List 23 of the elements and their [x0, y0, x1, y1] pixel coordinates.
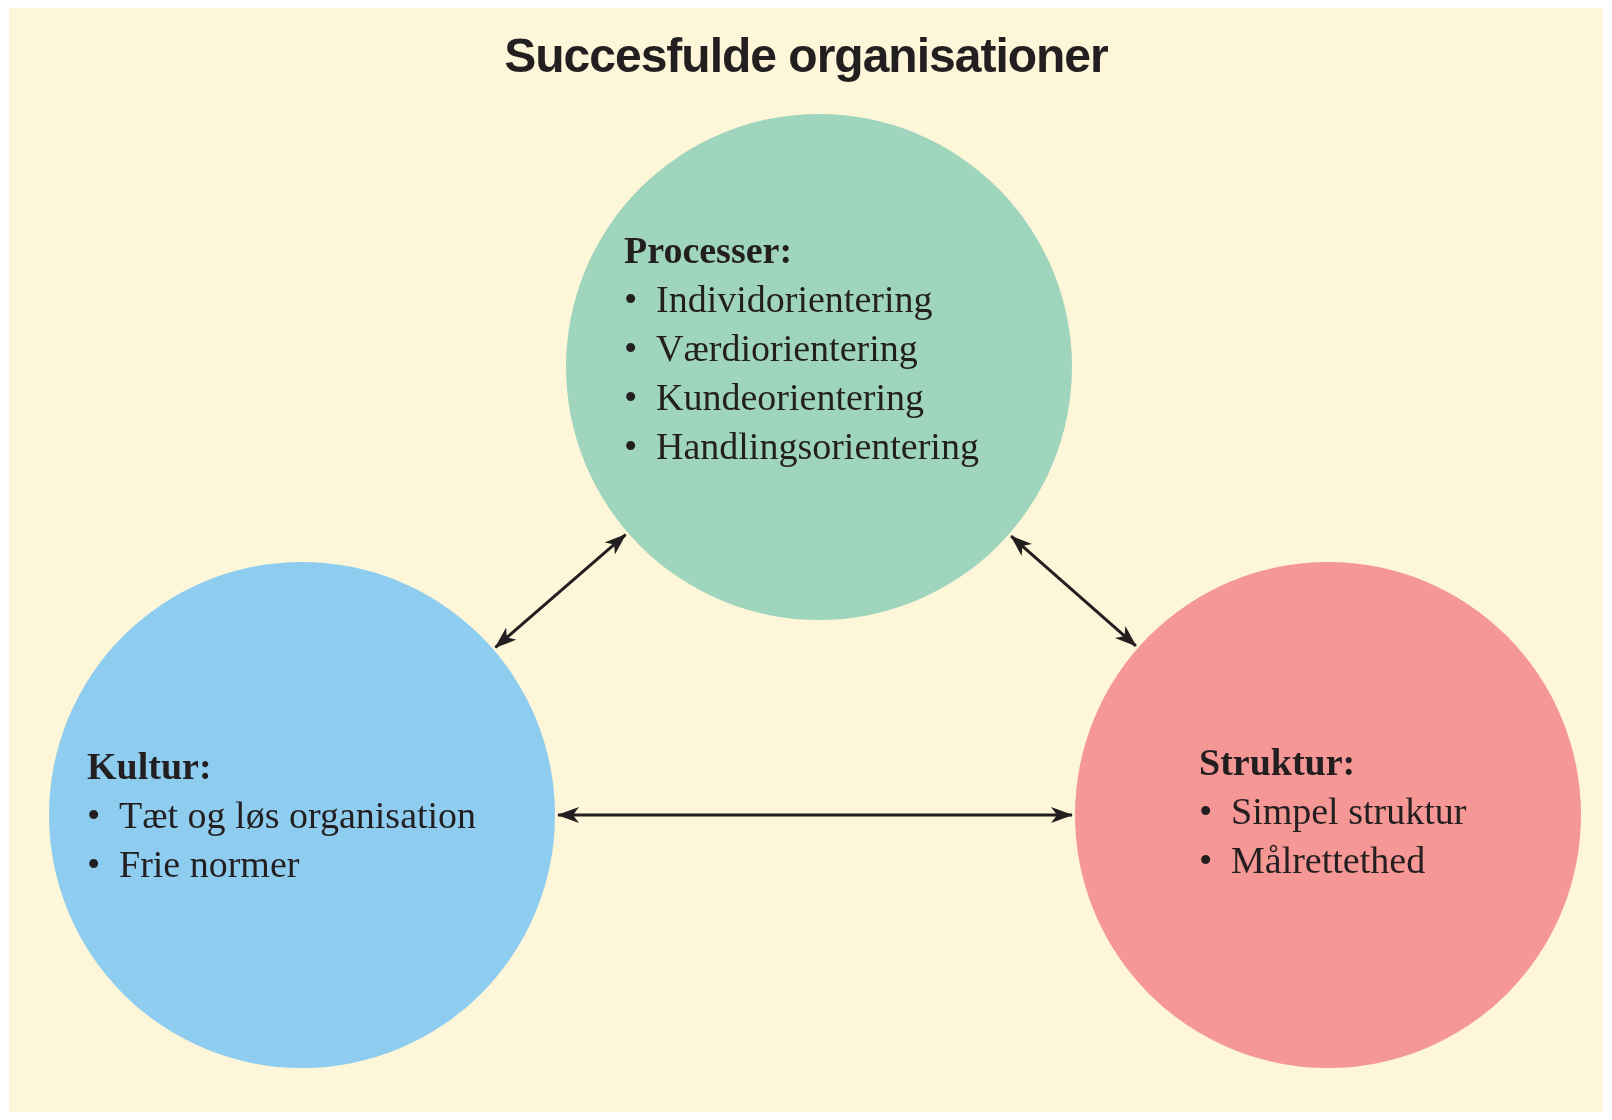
double-arrow: [557, 807, 1073, 823]
heading: Struktur:: [1199, 740, 1356, 785]
bullet: •: [624, 424, 638, 469]
double-arrow: [494, 533, 627, 649]
double-arrow: [1010, 535, 1137, 647]
bullet: •: [1199, 838, 1213, 883]
bullet: •: [87, 793, 101, 838]
heading: Kultur:: [87, 744, 212, 789]
list-item: Målrettethed: [1231, 838, 1426, 883]
bullet: •: [1199, 789, 1213, 834]
heading: Processer:: [624, 228, 793, 273]
bullet: •: [624, 375, 638, 420]
list-item: Tæt og løs organisation: [119, 793, 477, 838]
bullet: •: [87, 842, 101, 887]
list-item: Simpel struktur: [1231, 789, 1467, 834]
list-item: Værdiorientering: [656, 326, 918, 371]
title: Succesfulde organisationer: [503, 28, 1109, 83]
bullet: •: [624, 326, 638, 371]
list-item: Kundeorientering: [656, 375, 925, 420]
list-item: Handlingsorientering: [656, 424, 979, 469]
list-item: Individorientering: [656, 277, 933, 322]
bullet: •: [624, 277, 638, 322]
list-item: Frie normer: [119, 842, 300, 887]
